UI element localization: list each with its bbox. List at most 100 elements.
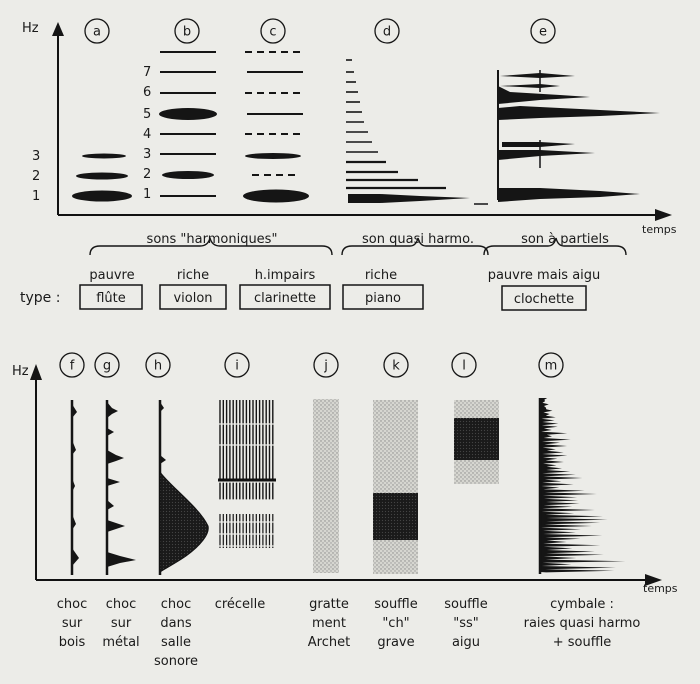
caption-line: salle (161, 635, 191, 650)
panel-f-spectrum (70, 400, 79, 575)
caption-line: bois (59, 635, 86, 650)
harmonic-number: 3 (32, 149, 40, 164)
quality-label: pauvre mais aigu (488, 268, 601, 283)
panel-b-spectrum: 7 6 5 4 3 2 1 (143, 51, 217, 202)
harmonic-number: 7 (143, 65, 151, 80)
panel-label-circle (530, 18, 556, 44)
panel-c-spectrum (243, 51, 309, 203)
instrument-name: flûte (96, 291, 126, 306)
panel-letter: a (93, 25, 101, 40)
partial-band (162, 171, 214, 179)
panel-letter: m (545, 359, 558, 374)
caption-line: cymbale : (550, 597, 614, 612)
panel-label-b: b (174, 18, 200, 44)
quality-label: pauvre (89, 268, 134, 283)
panel-label-circle (374, 18, 400, 44)
panel-letter: d (383, 25, 391, 40)
caption-line: crécelle (215, 597, 266, 612)
caption-line: choc (57, 597, 88, 612)
caption-line: "ss" (453, 616, 479, 631)
top-panel-labels: a b c d e (84, 18, 556, 44)
caption-line: + souffle (553, 635, 612, 650)
harmonic-number: 5 (143, 107, 151, 122)
harmonic-number: 1 (143, 187, 151, 202)
caption-line: souffle (444, 597, 488, 612)
brace-partials (483, 237, 627, 256)
caption-line: choc (161, 597, 192, 612)
panel-label-i: i (224, 352, 250, 378)
panel-label-g: g (94, 352, 120, 378)
panel-g-spectrum (105, 400, 136, 575)
bottom-x-axis-label: temps (643, 582, 678, 595)
partial-decay (498, 86, 590, 104)
caption-line: choc (106, 597, 137, 612)
partial-decay (500, 84, 560, 88)
top-x-axis-arrow (655, 209, 672, 221)
brace-quasi-harmonic (341, 237, 489, 256)
quality-label: riche (177, 268, 209, 283)
panel-label-circle (224, 352, 250, 378)
partial-decay (348, 194, 470, 203)
caption-line: métal (102, 635, 139, 650)
panel-letter: c (269, 25, 276, 40)
bottom-y-axis-label: Hz (12, 364, 29, 379)
panel-e-spectrum (497, 70, 660, 202)
panel-label-circle (313, 352, 339, 378)
bottom-y-axis-arrow (30, 364, 42, 380)
top-spectrum-chart: Hz temps a b c d e 3 2 1 7 6 5 4 3 2 1 (20, 18, 677, 311)
panel-m-spectrum (538, 398, 626, 574)
panel-label-m: m (538, 352, 564, 378)
panel-label-circle (451, 352, 477, 378)
panel-label-k: k (383, 352, 409, 378)
caption-line: souffle (374, 597, 418, 612)
panel-label-e: e (530, 18, 556, 44)
partial-band (76, 172, 128, 180)
panel-label-c: c (260, 18, 286, 44)
box-violin (159, 284, 227, 310)
caption-line: aigu (452, 635, 480, 650)
panel-letter: h (154, 359, 162, 374)
panel-letter: g (103, 359, 111, 374)
panel-label-j: j (313, 352, 339, 378)
top-x-axis-label: temps (642, 223, 677, 236)
caption-line: sur (111, 616, 132, 631)
panel-a-spectrum: 3 2 1 (32, 149, 132, 204)
type-label: type : (20, 290, 60, 306)
panel-label-l: l (451, 352, 477, 378)
top-y-axis-label: Hz (22, 21, 39, 36)
bottom-panel-labels: f g h i j k l m (59, 352, 564, 378)
group-label: sons "harmoniques" (147, 232, 278, 247)
panel-label-circle (538, 352, 564, 378)
quality-label: h.impairs (255, 268, 316, 283)
harmonic-number: 6 (143, 85, 151, 100)
panel-letter: l (462, 359, 466, 374)
panel-letter: b (183, 25, 191, 40)
panel-j-noise (313, 399, 339, 573)
panel-label-circle (383, 352, 409, 378)
partial-decay (502, 142, 575, 147)
bottom-spectrum-chart: Hz temps f g h i j k l m (12, 352, 678, 669)
instrument-name: violon (173, 291, 212, 306)
panel-k-band (373, 493, 418, 540)
caption-line: sur (62, 616, 83, 631)
instrument-boxes (79, 284, 587, 311)
panel-h-spectrum (158, 400, 209, 575)
caption-line: gratte (309, 597, 349, 612)
caption-line: "ch" (382, 616, 409, 631)
group-braces (89, 237, 627, 256)
caption-line: Archet (308, 635, 350, 650)
panel-letter: f (70, 359, 75, 374)
partial-decay (498, 106, 660, 120)
top-y-axis-arrow (52, 22, 64, 36)
instrument-name: piano (365, 291, 401, 306)
harmonic-number: 2 (143, 167, 151, 182)
caption-line: dans (160, 616, 191, 631)
instrument-name: clochette (514, 292, 574, 307)
panel-label-a: a (84, 18, 110, 44)
panel-label-d: d (374, 18, 400, 44)
panel-label-h: h (145, 352, 171, 378)
box-piano (342, 284, 424, 310)
panel-d-spectrum (346, 59, 488, 205)
quality-label: riche (365, 268, 397, 283)
